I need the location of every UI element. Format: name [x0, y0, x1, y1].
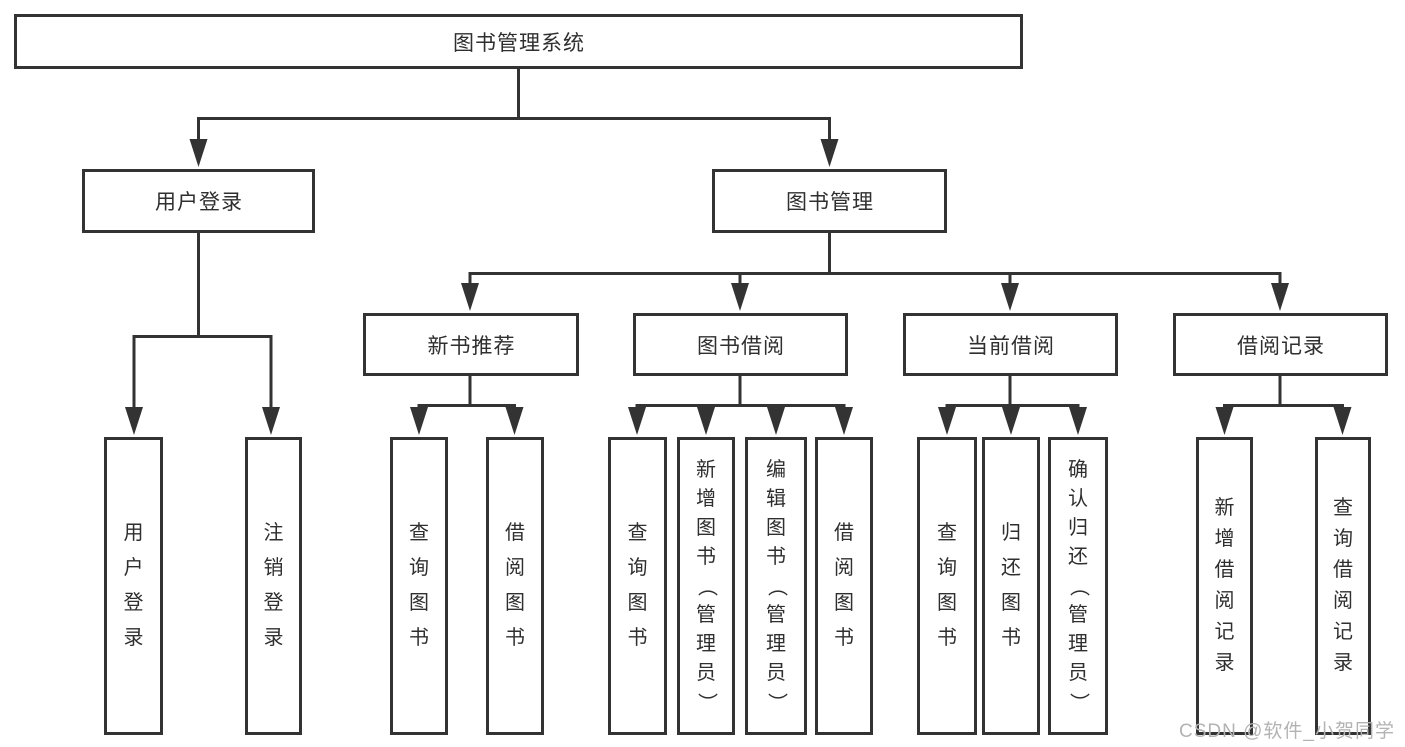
node-current-borrowing: 当前借阅 — [903, 313, 1118, 376]
leaf-edit-books-admin: 编辑图书（管理员） — [745, 437, 807, 735]
leaf-query-books-borrowing: 查询图书 — [608, 437, 667, 735]
leaf-logout: 注销登录 — [245, 437, 302, 735]
leaf-borrow-books-recommend: 借阅图书 — [486, 437, 544, 735]
node-borrowing-records: 借阅记录 — [1173, 313, 1388, 376]
csdn-watermark: CSDN @软件_小贺同学 — [1179, 721, 1395, 742]
leaf-query-borrow-record: 查询借阅记录 — [1315, 437, 1371, 735]
leaf-add-books-admin: 新增图书（管理员） — [677, 437, 735, 735]
leaf-add-borrow-record: 新增借阅记录 — [1196, 437, 1253, 735]
leaf-query-books-current: 查询图书 — [917, 437, 977, 735]
leaf-confirm-return-admin: 确认归还（管理员） — [1048, 437, 1108, 735]
arrowhead-icons — [125, 139, 1352, 435]
leaf-borrow-books-borrowing: 借阅图书 — [815, 437, 873, 735]
leaf-query-books-recommend: 查询图书 — [390, 437, 448, 735]
node-user-login: 用户登录 — [82, 169, 315, 233]
node-library-management-system: 图书管理系统 — [14, 14, 1023, 69]
leaf-user-login: 用户登录 — [104, 437, 163, 735]
node-new-book-recommendation: 新书推荐 — [363, 313, 579, 376]
node-book-borrowing: 图书借阅 — [633, 313, 848, 376]
node-book-management: 图书管理 — [712, 169, 947, 233]
leaf-return-books: 归还图书 — [982, 437, 1040, 735]
